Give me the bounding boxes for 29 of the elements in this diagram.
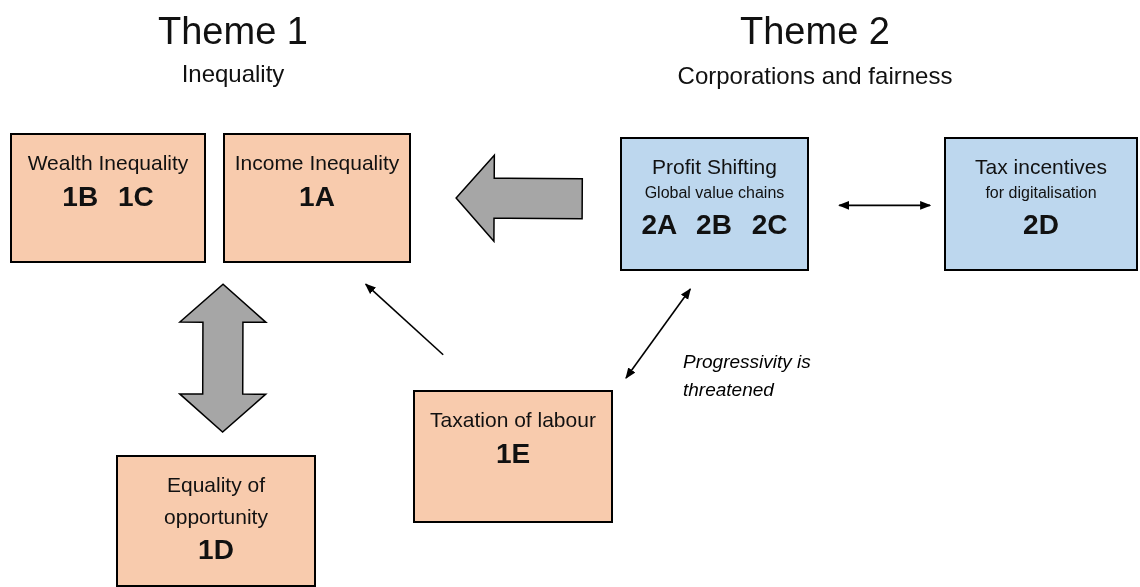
topic-box: [10, 133, 206, 263]
topic-box: [116, 455, 316, 587]
reference-codes: 1B 1C: [62, 179, 154, 214]
theme-heading: Theme 1: [158, 10, 308, 53]
topic-box: [413, 390, 613, 523]
block-arrow: [455, 153, 584, 244]
arrow: [838, 200, 932, 210]
topic-title: Profit Shifting: [652, 154, 777, 180]
topic-box: [223, 133, 411, 263]
topic-title: Wealth Inequality: [27, 150, 189, 176]
topic-title: Income Inequality: [234, 150, 400, 176]
topic-subtitle: Global value chains: [644, 182, 785, 203]
reference-codes: 1D: [198, 533, 234, 567]
reference-codes: 2A 2B 2C: [641, 208, 788, 243]
arrow: [625, 288, 692, 379]
topic-box: [620, 137, 809, 271]
topic-title: Equality of opportunity: [163, 472, 269, 530]
topic-title: Tax incentives: [975, 154, 1107, 180]
theme-subheading: Inequality: [181, 60, 285, 88]
reference-codes: 2D: [1023, 208, 1059, 243]
reference-codes: 1E: [495, 436, 531, 471]
topic-title: Taxation of labour: [430, 407, 596, 433]
theme-subheading: Corporations and fairness: [677, 62, 953, 90]
arrow: [364, 283, 444, 356]
reference-codes: 1A: [299, 179, 335, 214]
topic-subtitle: for digitalisation: [985, 182, 1097, 203]
block-arrow: [177, 283, 268, 434]
theme-heading: Theme 2: [740, 10, 890, 53]
topic-box: [944, 137, 1138, 271]
